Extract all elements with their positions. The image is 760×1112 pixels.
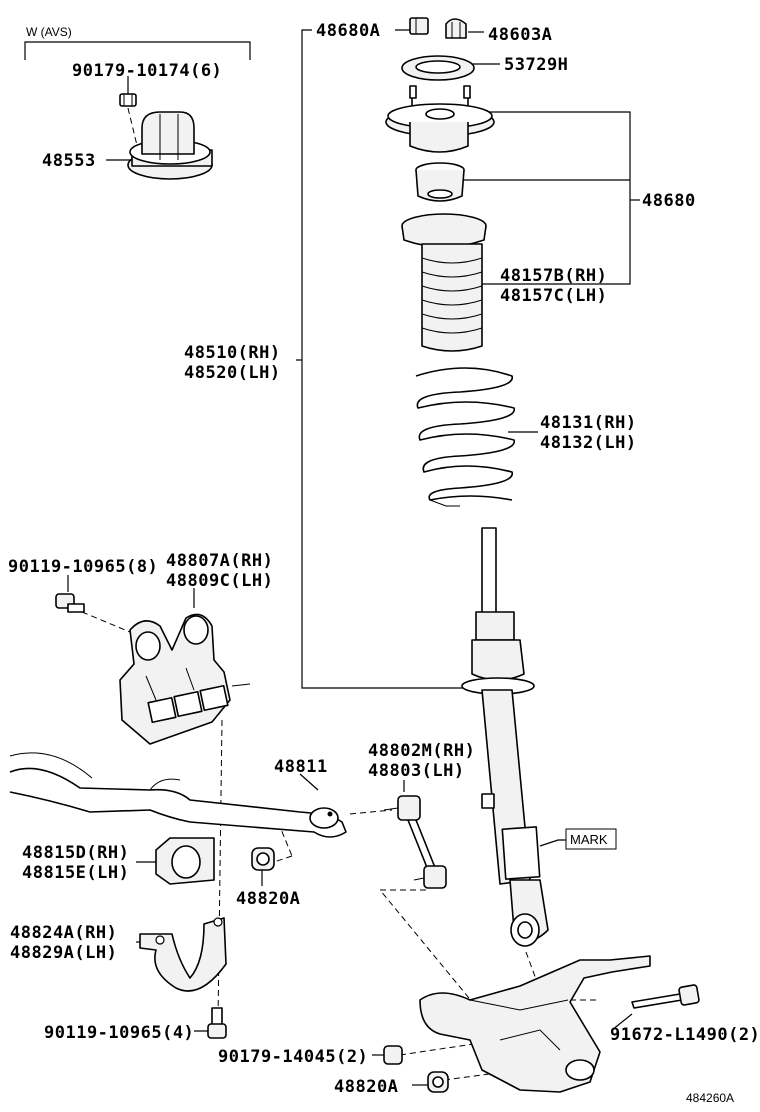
label-48803: 48803(LH) [368,761,465,781]
washer-icon [401,55,475,81]
label-48820a-upper: 48820A [236,889,300,909]
label-90119-10965-4: 90119-10965(4) [44,1023,194,1043]
label-mark: MARK [570,832,608,847]
stabilizer-bracket-icon [119,613,251,745]
mark-box [565,828,617,850]
label-48520: 48520(LH) [184,363,281,383]
label-48809c: 48809C(LH) [166,571,273,591]
lower-arm-icon [419,955,651,1093]
coil-spring-icon [415,367,515,507]
figure-id: 484260A [686,1091,734,1105]
bump-stopper-icon [415,162,465,202]
label-48680a: 48680A [316,21,380,41]
clamp-bolt-icon [207,1007,227,1039]
upper-support-icon [385,85,495,153]
stabilizer-link-icon [383,795,447,889]
label-48680: 48680 [642,191,696,211]
arm-nut-icon [383,1045,403,1065]
leader-lines [24,29,640,1086]
label-48157c: 48157C(LH) [500,286,607,306]
label-48820a-lower: 48820A [334,1077,398,1097]
link-bushing-icon [251,847,275,871]
label-91672-l1490: 91672-L1490(2) [610,1025,760,1045]
label-48829a: 48829A(LH) [10,943,117,963]
label-48157b: 48157B(RH) [500,266,607,286]
stabilizer-bushing-icon [155,837,215,885]
stabilizer-bar-icon [9,752,347,838]
label-53729h: 53729H [504,55,568,75]
label-48807a: 48807A(RH) [166,551,273,571]
label-w-avs: W (AVS) [26,25,72,39]
label-48815e: 48815E(LH) [22,863,129,883]
mount-nut-icon [409,17,429,35]
dust-boot-icon [401,213,487,352]
label-48132: 48132(LH) [540,433,637,453]
bracket-bolt-icon [55,593,85,613]
label-48131: 48131(RH) [540,413,637,433]
label-48824a: 48824A(RH) [10,923,117,943]
avs-cover-icon [127,111,213,180]
label-90119-10965-8: 90119-10965(8) [8,557,158,577]
label-48510: 48510(RH) [184,343,281,363]
label-48603a: 48603A [488,25,552,45]
label-90179-10174: 90179-10174(6) [72,61,222,81]
arm-bolt-icon [631,984,700,1009]
arm-bushing-icon [427,1071,449,1093]
label-90179-14045: 90179-14045(2) [218,1047,368,1067]
bushing-clamp-icon [139,917,227,992]
label-48815d: 48815D(RH) [22,843,129,863]
shock-absorber-icon [461,527,549,947]
label-48811: 48811 [274,757,328,777]
cap-nut-icon [445,18,467,39]
label-48553: 48553 [42,151,96,171]
label-48802m: 48802M(RH) [368,741,475,761]
avs-nut-icon [119,93,137,107]
